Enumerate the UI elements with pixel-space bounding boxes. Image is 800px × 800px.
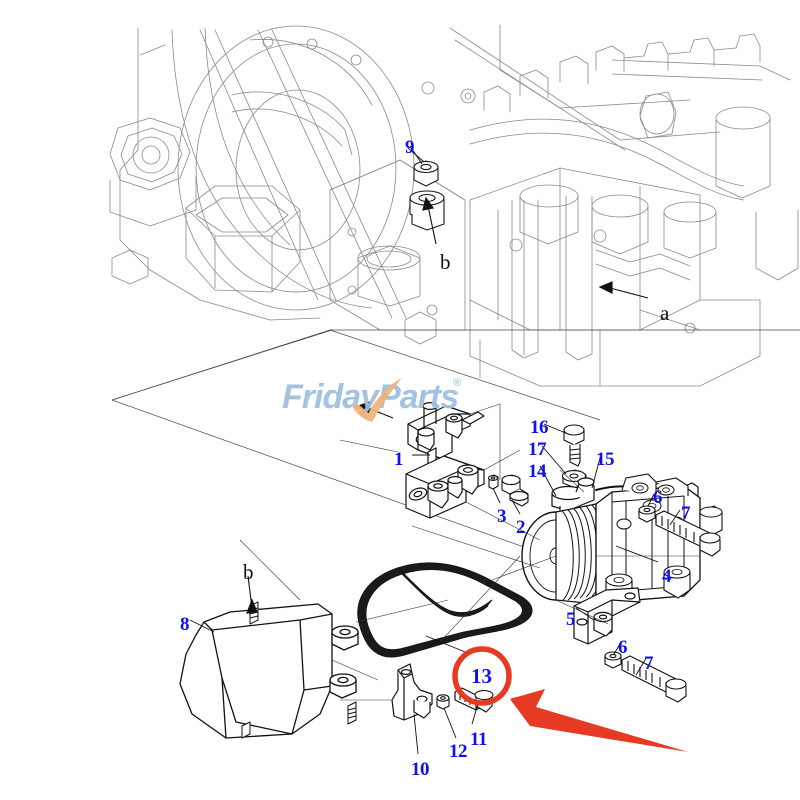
callout-6-washer-lower: 6	[618, 637, 628, 658]
part-bracket-lower	[405, 455, 485, 519]
part-washer-3	[487, 474, 499, 490]
part-belt-guard-8	[179, 603, 359, 739]
callout-14-switch: 14	[528, 461, 547, 482]
callout-12-washer: 12	[449, 741, 468, 762]
callout-9-nut: 9	[405, 137, 415, 158]
part-washer-6-lower	[604, 651, 622, 669]
leader-lines	[189, 145, 681, 755]
part-bolt-7-upper	[655, 510, 721, 557]
callout-17-washer: 17	[528, 439, 547, 460]
callout-1-bracket: 1	[394, 449, 404, 470]
callout-4-compressor: 4	[662, 566, 672, 587]
callout-10-bracket: 10	[411, 759, 430, 780]
assembly-alignment-lines	[239, 403, 700, 701]
callout-8-belt-guard: 8	[180, 614, 190, 635]
section-arrow-b-upper: b	[440, 250, 451, 274]
part-bracket-5	[573, 587, 641, 645]
callout-11-bolt: 11	[470, 729, 487, 750]
callout-7-bolt-upper: 7	[681, 503, 691, 524]
red-pointer-arrow-body	[510, 689, 688, 752]
part-bolt-16	[563, 424, 585, 467]
callout-7-bolt-lower: 7	[644, 653, 654, 674]
part-washer-6-upper	[638, 505, 656, 523]
highlight-circle	[452, 646, 512, 706]
part-bolt-7-lower	[621, 655, 687, 703]
callout-16-bolt: 16	[530, 417, 549, 438]
part-bolt-2	[501, 474, 529, 507]
section-arrow-b-lower: b	[243, 560, 254, 584]
part-belt-13	[357, 562, 533, 658]
part-bracket-upper	[407, 402, 485, 459]
section-arrow-a: a	[660, 301, 670, 325]
callout-13-belt: 13	[471, 664, 492, 688]
callout-2-bolt: 2	[516, 517, 526, 538]
callout-15-harness: 15	[596, 449, 615, 470]
part-bracket-10	[391, 663, 433, 721]
part-washer-12	[436, 694, 450, 710]
callout-5-bracket: 5	[566, 609, 576, 630]
callout-3-washer: 3	[497, 506, 507, 527]
callout-6-washer-upper: 6	[653, 487, 663, 508]
